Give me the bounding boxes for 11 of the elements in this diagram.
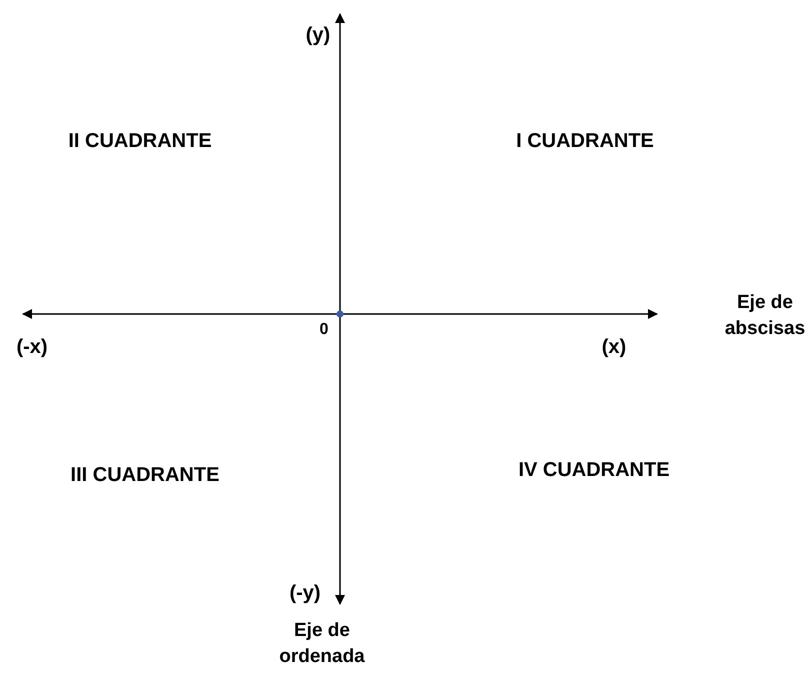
quadrant-label: III CUADRANTE — [70, 463, 220, 488]
axis-title: Eje de abscisas — [724, 291, 806, 341]
quadrant-label: IV CUADRANTE — [517, 458, 671, 483]
origin-label: 0 — [318, 320, 330, 340]
axis-label: (-y) — [288, 581, 322, 606]
axis-label: (y) — [304, 23, 332, 48]
quadrant-label: II CUADRANTE — [67, 129, 213, 154]
axis-label: (-x) — [15, 335, 49, 360]
axis-label: (x) — [600, 335, 628, 360]
axis-title: Eje de ordenada — [278, 619, 366, 669]
quadrant-label: I CUADRANTE — [515, 129, 655, 154]
